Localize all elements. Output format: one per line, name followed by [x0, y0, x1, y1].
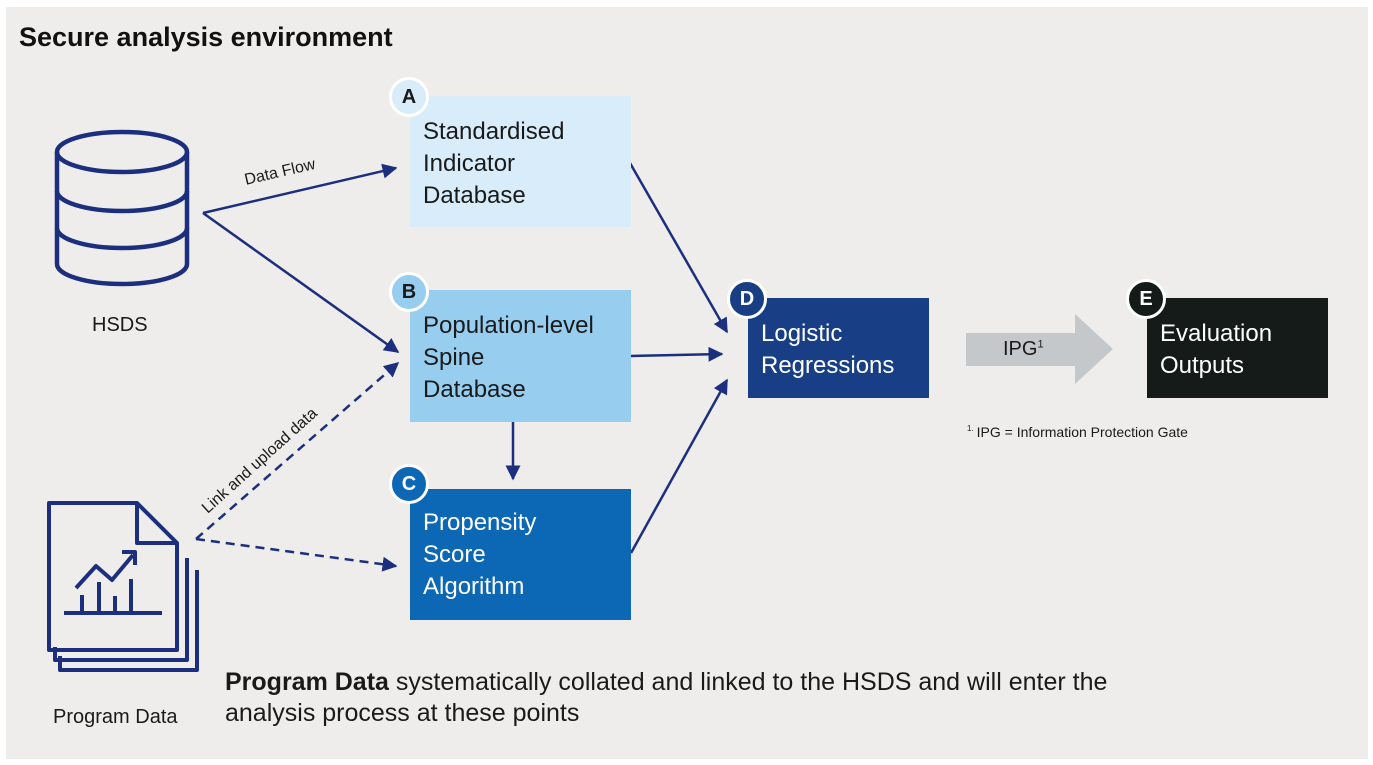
- arrow-a-to-d: [628, 162, 729, 334]
- box-c-line-2: Score: [423, 541, 486, 568]
- arrow-program-to-c: [195, 537, 398, 572]
- note-text: systematically collated and linked to th…: [225, 668, 1108, 727]
- ipg-gate-arrow: [966, 314, 1113, 384]
- ipg-text: IPG: [1003, 338, 1038, 360]
- box-b-line-3: Database: [423, 376, 526, 403]
- box-a-line-2: Indicator: [423, 150, 516, 177]
- logistic-regressions-box: Logistic Regressions: [748, 298, 929, 398]
- box-e-line-1: Evaluation: [1160, 320, 1273, 347]
- standardised-indicator-database-box: Standardised Indicator Database: [410, 96, 631, 227]
- evaluation-outputs-box: Evaluation Outputs: [1147, 298, 1328, 398]
- box-b-line-1: Population-level: [423, 312, 594, 339]
- box-d-line-2: Regressions: [761, 352, 895, 379]
- propensity-score-algorithm-box: Propensity Score Algorithm: [410, 489, 631, 620]
- arrow-b-to-d: [630, 346, 724, 362]
- database-icon: [54, 129, 190, 287]
- footnote-marker: 1.: [967, 424, 974, 433]
- footnote-text: IPG = Information Protection Gate: [976, 424, 1188, 440]
- box-a-line-3: Database: [423, 182, 526, 209]
- box-c-line-1: Propensity: [423, 509, 537, 536]
- diagram-title: Secure analysis environment: [19, 22, 393, 52]
- arrow-c-to-d: [629, 378, 729, 554]
- box-e-line-2: Outputs: [1160, 352, 1245, 379]
- box-b-line-2: Spine: [423, 344, 485, 371]
- box-a-line-1: Standardised: [423, 118, 565, 145]
- badge-e: E: [1126, 279, 1166, 319]
- population-spine-database-box: Population-level Spine Database: [410, 290, 631, 422]
- note-bold: Program Data: [225, 668, 389, 696]
- box-d-line-1: Logistic: [761, 320, 843, 347]
- arrow-program-to-b: [195, 362, 400, 540]
- box-c-line-3: Algorithm: [423, 573, 525, 600]
- ipg-gate-label: IPG1: [1003, 338, 1044, 361]
- program-data-note: Program Data systematically collated and…: [225, 667, 1125, 729]
- ipg-footnote: 1.IPG = Information Protection Gate: [967, 424, 1188, 440]
- document-chart-icon: [47, 501, 199, 672]
- program-data-label: Program Data: [53, 706, 178, 728]
- ipg-superscript: 1: [1037, 338, 1044, 351]
- badge-c: C: [389, 464, 429, 504]
- hsds-label: HSDS: [92, 314, 148, 336]
- badge-a: A: [389, 77, 429, 117]
- arrow-hsds-to-b: [202, 211, 400, 354]
- arrow-hsds-to-a: [202, 163, 398, 215]
- badge-d: D: [727, 279, 767, 319]
- diagram-panel: [6, 7, 1368, 759]
- badge-b: B: [389, 272, 429, 312]
